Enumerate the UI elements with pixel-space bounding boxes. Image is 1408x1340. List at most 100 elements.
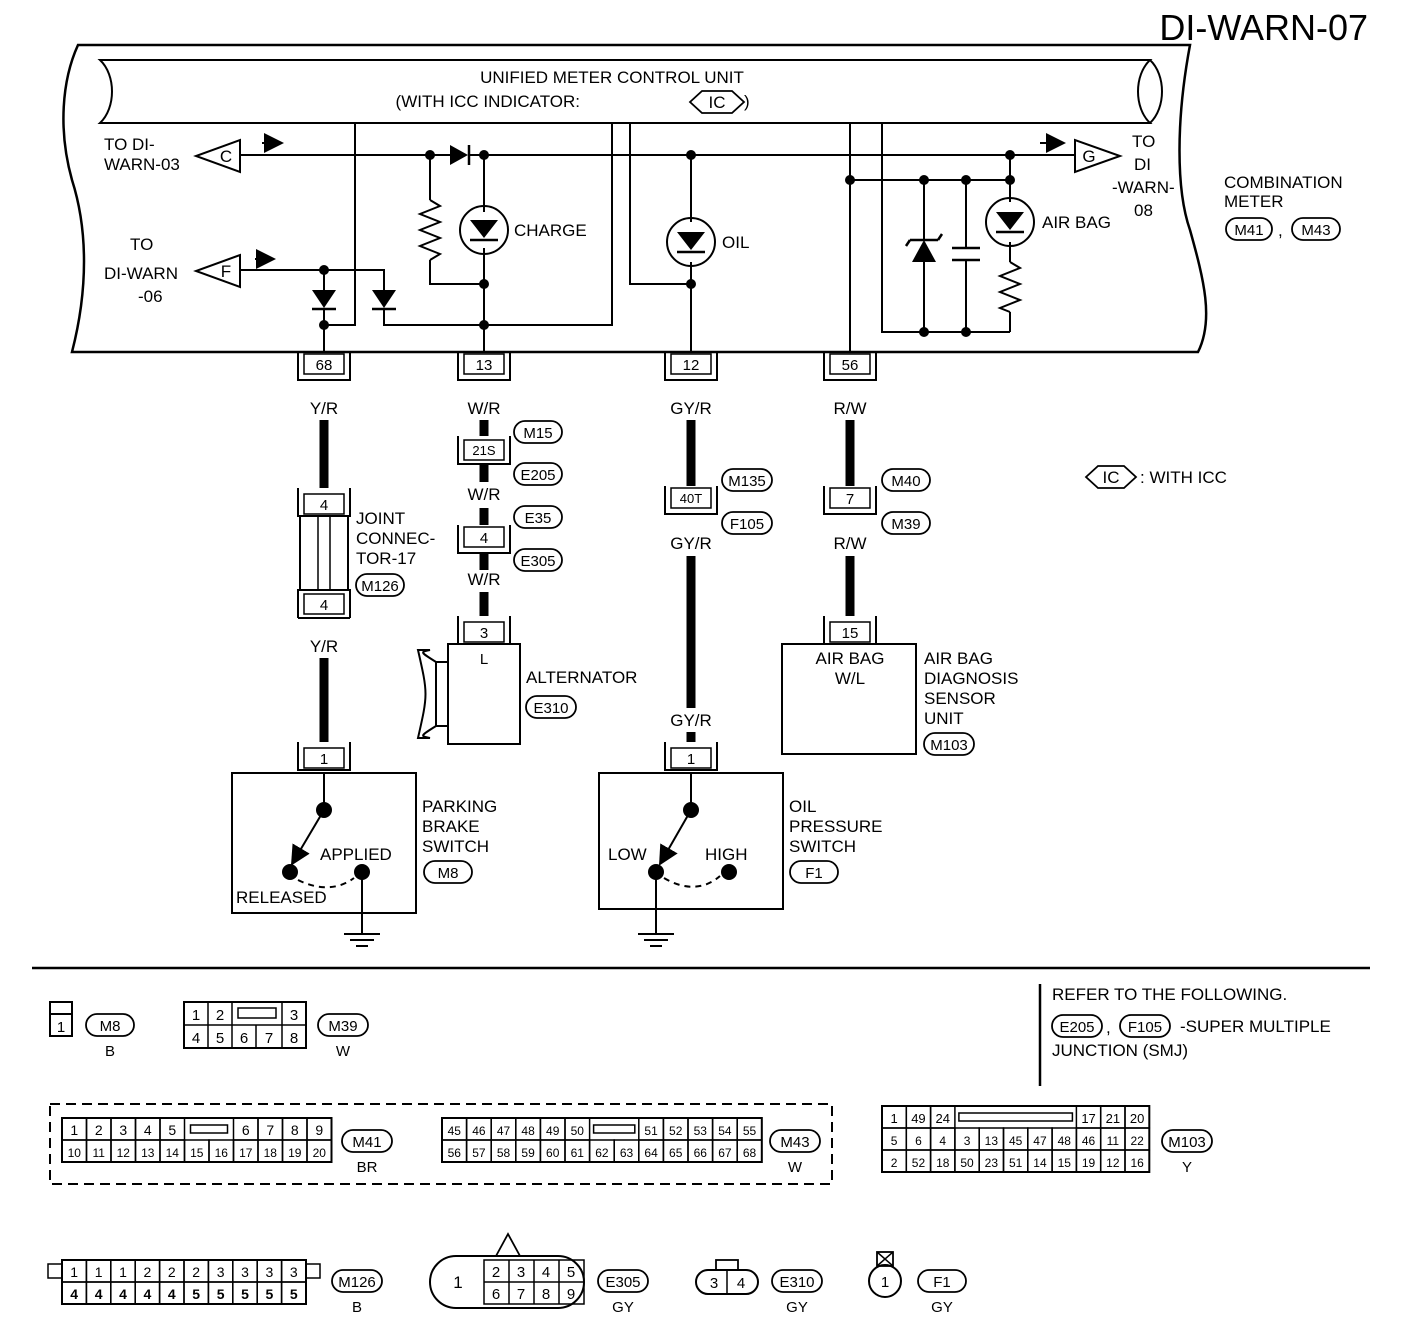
wire-color-c2-c: W/R xyxy=(467,570,500,589)
svg-text:AIR BAG: AIR BAG xyxy=(816,649,885,668)
pin-cell: 15 xyxy=(1058,1156,1072,1170)
pin-cell: 2 xyxy=(192,1264,200,1280)
svg-text:8: 8 xyxy=(542,1286,550,1303)
svg-text:E310: E310 xyxy=(533,700,568,717)
refer-badge-e205: E205 xyxy=(1051,1014,1103,1038)
svg-text:8: 8 xyxy=(290,1030,298,1047)
pin-cell: 52 xyxy=(669,1124,683,1138)
svg-text:E310: E310 xyxy=(779,1274,814,1291)
svg-text:M41: M41 xyxy=(1234,222,1263,239)
svg-text:F1: F1 xyxy=(933,1274,951,1291)
ref-flag-f: F xyxy=(193,253,241,289)
pin-cell: 63 xyxy=(620,1146,634,1160)
wire-color-c2-a: W/R xyxy=(467,399,500,418)
wire-color-c2-b: W/R xyxy=(467,485,500,504)
svg-text:M15: M15 xyxy=(523,425,552,442)
svg-text:5: 5 xyxy=(216,1030,224,1047)
conn-badge-m126-face: M126 B xyxy=(331,1269,383,1316)
connector-21s: 21S xyxy=(457,436,511,465)
svg-text:M103: M103 xyxy=(1168,1134,1206,1151)
ref-c-line2: WARN-03 xyxy=(104,155,180,174)
pin-cell: 68 xyxy=(743,1146,757,1160)
svg-text:IC: IC xyxy=(1103,468,1120,487)
wire-color-c1-top: Y/R xyxy=(310,399,338,418)
pin-cell: 4 xyxy=(939,1134,946,1148)
conn-badge-f105: F105 xyxy=(721,511,773,535)
airbag-diagnosis-unit: 15 AIR BAG W/L xyxy=(781,616,917,755)
unit-name-line2: (WITH ICC INDICATOR: xyxy=(396,92,580,111)
pin-cell: 1 xyxy=(119,1264,127,1280)
svg-text:4: 4 xyxy=(320,497,328,514)
pin-cell: 21 xyxy=(1106,1111,1120,1126)
refer-badge-f105: F105 xyxy=(1119,1014,1171,1038)
pin-cell: 3 xyxy=(241,1264,249,1280)
pin-cell: 2 xyxy=(168,1264,176,1280)
svg-text:7: 7 xyxy=(846,491,854,508)
pin-cell: 18 xyxy=(264,1146,278,1160)
charge-lamp-icon xyxy=(459,205,509,255)
pin-cell: 5 xyxy=(192,1286,200,1302)
svg-text:B: B xyxy=(352,1299,362,1316)
pin-cell: 14 xyxy=(1033,1156,1047,1170)
svg-text:2: 2 xyxy=(492,1264,500,1281)
svg-text:56: 56 xyxy=(842,357,859,374)
alternator-box: 3 L xyxy=(416,616,521,745)
pin-cell: 48 xyxy=(521,1124,535,1138)
airbag-unit-label-2: DIAGNOSIS xyxy=(924,669,1018,688)
resistor-airbag xyxy=(997,261,1023,313)
parking-applied-label: APPLIED xyxy=(320,845,392,864)
svg-text:3: 3 xyxy=(290,1007,298,1024)
joint-connector-label-3: TOR-17 xyxy=(356,549,416,568)
pin-cell: 1 xyxy=(95,1264,103,1280)
capacitor xyxy=(952,246,980,262)
wire-color-c1-bot: Y/R xyxy=(310,637,338,656)
conn-badge-m43: M43 xyxy=(1291,217,1341,241)
svg-text:W: W xyxy=(788,1159,803,1176)
svg-text:M8: M8 xyxy=(100,1018,121,1035)
svg-text:4: 4 xyxy=(542,1264,550,1281)
pin-cell: 60 xyxy=(546,1146,560,1160)
alternator-label: ALTERNATOR xyxy=(526,668,637,687)
refer-line3: JUNCTION (SMJ) xyxy=(1052,1041,1188,1060)
svg-text:W: W xyxy=(336,1043,351,1060)
pin-cell: 50 xyxy=(571,1124,585,1138)
svg-text:3: 3 xyxy=(517,1264,525,1281)
svg-text:6: 6 xyxy=(240,1030,248,1047)
pin-cell: 4 xyxy=(95,1286,103,1302)
svg-text:M126: M126 xyxy=(361,578,399,595)
ic-tag: IC xyxy=(688,90,746,114)
ref-g-line3: -WARN- xyxy=(1112,178,1175,197)
parking-brake-label-1: PARKING xyxy=(422,797,497,816)
pin-cell: 12 xyxy=(1106,1156,1120,1170)
svg-text:IC: IC xyxy=(709,93,726,112)
parking-brake-label-3: SWITCH xyxy=(422,837,489,856)
svg-text:1: 1 xyxy=(687,751,695,768)
ref-f-line3: -06 xyxy=(138,287,163,306)
pin-cell: 3 xyxy=(217,1264,225,1280)
conn-badge-m8: M8 xyxy=(423,860,473,884)
combination-meter-label-1: COMBINATION xyxy=(1224,173,1343,192)
conn-badge-e205: E205 xyxy=(513,462,563,486)
conn-badge-m41-face: M41 BR xyxy=(341,1129,393,1176)
svg-text:4: 4 xyxy=(320,597,328,614)
pin-cell: 59 xyxy=(521,1146,535,1160)
svg-text:BR: BR xyxy=(357,1159,378,1176)
svg-text:15: 15 xyxy=(842,625,859,642)
conn-badge-m41: M41 xyxy=(1225,217,1273,241)
pin-cell: 9 xyxy=(315,1122,323,1138)
conn-badge-e305: E305 xyxy=(513,548,563,572)
svg-text:M40: M40 xyxy=(891,473,920,490)
harness-wires xyxy=(319,420,855,742)
charge-lamp-label: CHARGE xyxy=(514,221,587,240)
svg-text:GY: GY xyxy=(786,1299,808,1316)
refer-line1: REFER TO THE FOLLOWING. xyxy=(1052,985,1287,1004)
pin-tab-56: 56 xyxy=(823,352,877,381)
pin-cell: 20 xyxy=(1130,1111,1144,1126)
pin-cell: 5 xyxy=(217,1286,225,1302)
airbag-unit-label-1: AIR BAG xyxy=(924,649,993,668)
parking-brake-switch: 1 xyxy=(231,742,417,934)
svg-text:1: 1 xyxy=(320,751,328,768)
